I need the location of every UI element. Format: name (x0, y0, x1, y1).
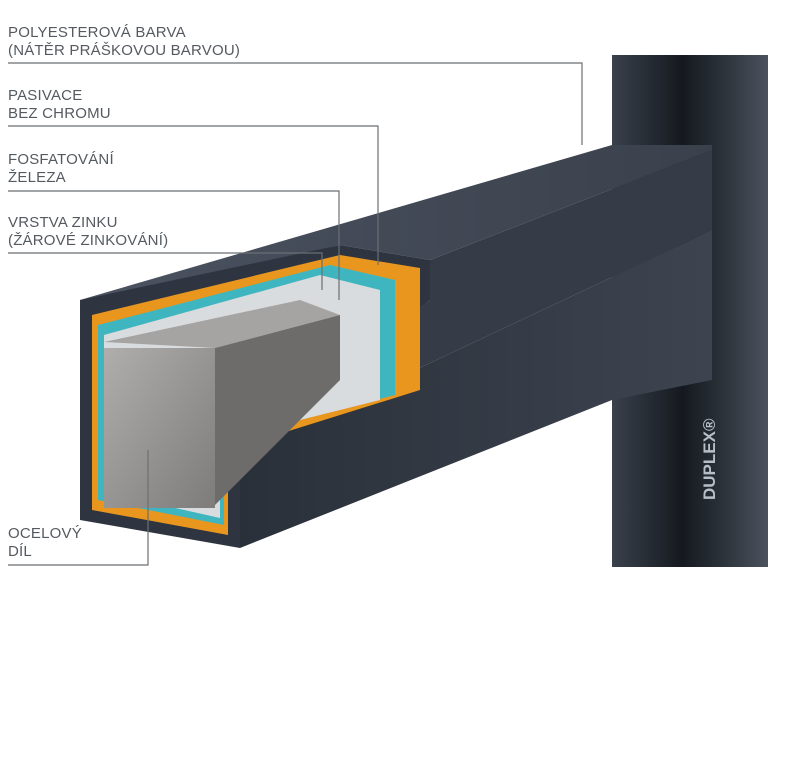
label-line: (NÁTĚR PRÁŠKOVOU BARVOU) (8, 42, 241, 59)
label-line: ŽELEZA (8, 169, 66, 186)
label-line: PASIVACE (8, 87, 83, 104)
label-polyester-paint: POLYESTEROVÁ BARVA(NÁTĚR PRÁŠKOVOU BARVO… (8, 24, 240, 60)
beam-side (235, 230, 712, 548)
label-line: VRSTVA ZINKU (8, 214, 118, 231)
brand-duplex: DUPLEX® (700, 418, 719, 500)
layer-steel-front (104, 348, 215, 508)
label-line: (ŽÁROVÉ ZINKOVÁNÍ) (8, 232, 169, 249)
beam-top (80, 145, 712, 300)
label-line: DÍL (8, 543, 32, 560)
layer-steel-top (104, 300, 340, 348)
label-line: BEZ CHROMU (8, 105, 111, 122)
label-zinc-layer: VRSTVA ZINKU(ŽÁROVÉ ZINKOVÁNÍ) (8, 214, 168, 250)
leader-lines (8, 62, 583, 566)
label-line: OCELOVÝ (8, 525, 82, 542)
label-line: POLYESTEROVÁ BARVA (8, 24, 186, 41)
layer-steel-side (215, 315, 340, 505)
label-line: FOSFATOVÁNÍ (8, 151, 114, 168)
